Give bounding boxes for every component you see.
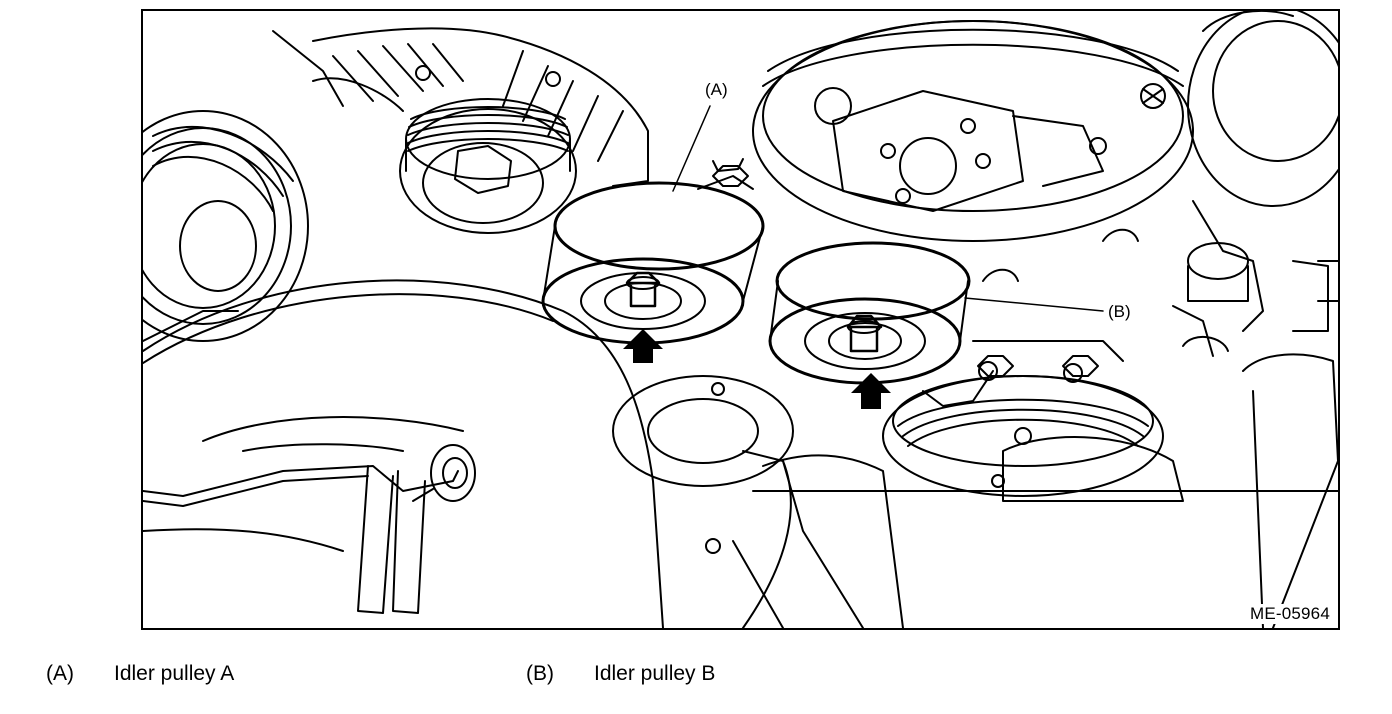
legend-text-a: Idler pulley A (114, 662, 235, 685)
left-pulley-drawing (143, 110, 309, 342)
leader-line-a (672, 105, 711, 192)
callout-label-b: (B) (1107, 302, 1132, 321)
bolt-arrows (623, 329, 891, 409)
legend-key-a: (A) (46, 662, 74, 685)
idler-pulley-b-drawing (768, 241, 971, 385)
lower-engine-drawing (143, 279, 1338, 628)
callout-label-a: (A) (704, 80, 729, 99)
callout-leader-lines (672, 105, 1104, 312)
engine-line-drawing (143, 11, 1338, 628)
figure-id-label: ME-05964 (1247, 604, 1332, 624)
legend-key-b: (B) (526, 662, 554, 685)
alternator-drawing (272, 27, 649, 187)
misc-bolts-drawing (712, 165, 1338, 377)
arrow-to-bolt-b (851, 373, 891, 409)
arrow-to-bolt-a (623, 329, 663, 363)
alternator-pulley-drawing (399, 98, 577, 234)
right-side-components-drawing (1140, 11, 1338, 332)
leader-line-b (964, 297, 1104, 312)
engine-diagram-frame: (A) (B) ME-05964 (141, 9, 1340, 630)
legend-text-b: Idler pulley B (594, 662, 716, 685)
lower-left-bracket-drawing (143, 416, 476, 614)
upper-right-pulley-drawing (752, 20, 1194, 242)
